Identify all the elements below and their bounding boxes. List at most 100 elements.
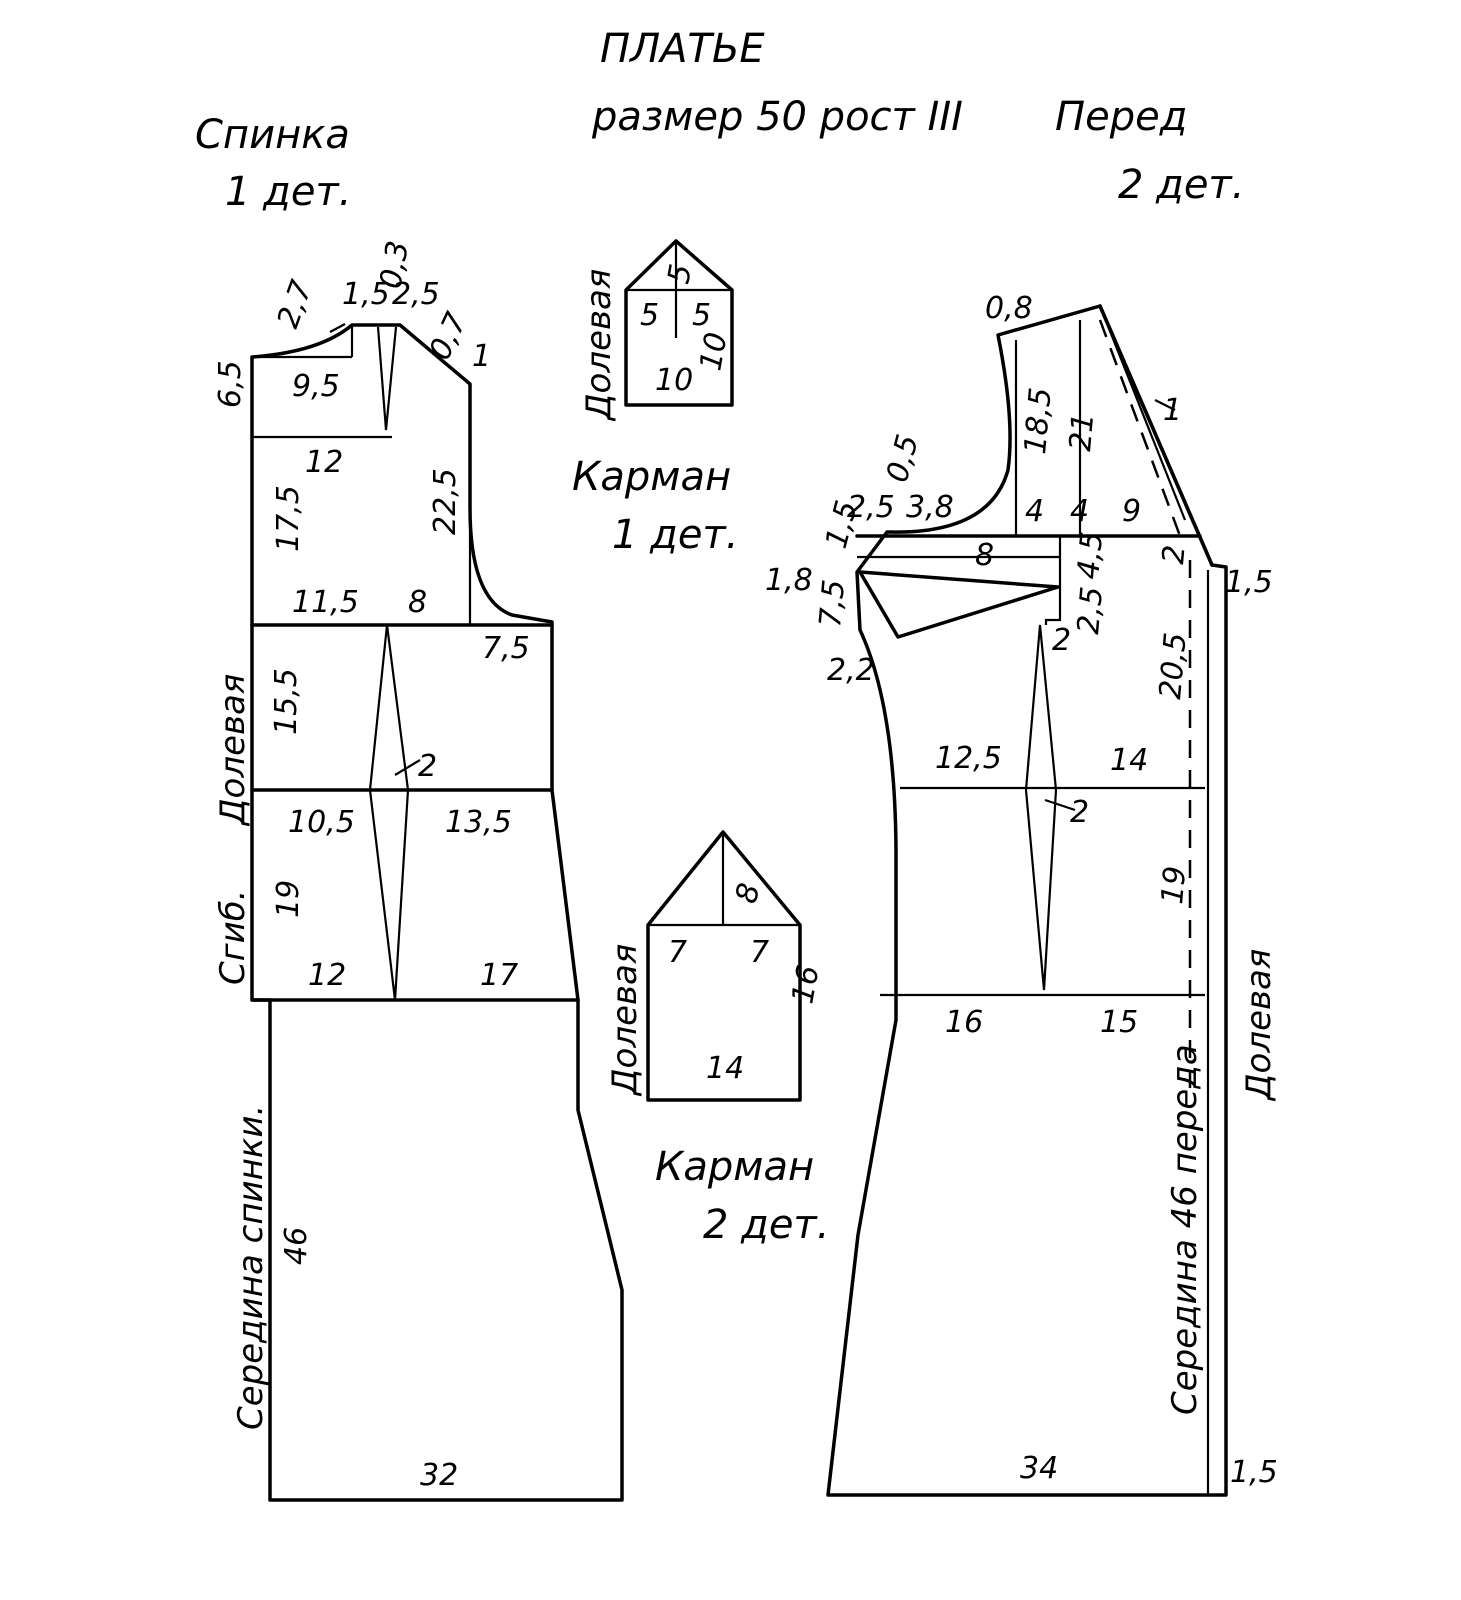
front-m-25b: 2,5 bbox=[1071, 585, 1110, 636]
back-m-8: 8 bbox=[408, 585, 427, 620]
back-m-155: 15,5 bbox=[269, 668, 304, 735]
front-m-19: 19 bbox=[1155, 865, 1193, 906]
pocket-small-count: 1 дет. bbox=[612, 512, 738, 558]
front-m-18: 1,8 bbox=[765, 563, 813, 598]
front-m-05: 0,5 bbox=[880, 431, 926, 486]
front-bust-dart bbox=[858, 570, 1060, 639]
back-m-95: 9,5 bbox=[292, 369, 340, 404]
back-m-07: 0,7 bbox=[423, 307, 475, 365]
front-m-15c: 15 bbox=[1100, 1005, 1138, 1040]
front-grain-label: Долевая bbox=[1239, 949, 1279, 1102]
front-m-75: 7,5 bbox=[813, 578, 852, 629]
front-m-1: 1 bbox=[1163, 393, 1182, 428]
front-m-21: 21 bbox=[1063, 412, 1101, 453]
page-title: ПЛАТЬЕ bbox=[600, 26, 765, 72]
pocket-small-m-5c: 5 bbox=[661, 262, 699, 287]
back-piece-count: 1 дет. bbox=[225, 169, 351, 215]
front-m-205: 20,5 bbox=[1153, 631, 1194, 701]
back-m-2: 2 bbox=[418, 749, 437, 784]
back-m-135: 13,5 bbox=[445, 805, 512, 840]
front-m-14: 14 bbox=[1110, 743, 1148, 778]
pocket-small-m-10a: 10 bbox=[693, 330, 734, 374]
front-m-08: 0,8 bbox=[985, 291, 1033, 326]
front-m-185: 18,5 bbox=[1018, 386, 1059, 456]
pocket-large-m-7b: 7 bbox=[750, 935, 769, 970]
front-piece: 0,8 18,5 21 1 0,5 2,5 3,8 4 4 9 1,5 8 1,… bbox=[765, 291, 1279, 1497]
back-m-1: 1 bbox=[472, 339, 491, 374]
back-shoulder-dart bbox=[376, 326, 398, 431]
back-m-65: 6,5 bbox=[213, 360, 248, 408]
pocket-small: 5 5 5 10 10 Долевая Карман 1 дет. bbox=[572, 239, 738, 558]
back-m-75: 7,5 bbox=[482, 631, 530, 666]
front-waist-dart bbox=[1024, 624, 1058, 991]
back-center-label: Середина спинки. bbox=[231, 1105, 271, 1430]
back-outline bbox=[250, 323, 624, 1502]
front-center-label: Середина 46 переда bbox=[1165, 1044, 1205, 1415]
back-piece: 2,7 1,5 2,5 0,3 0,7 1 6,5 9,5 12 17,5 22… bbox=[213, 238, 624, 1502]
front-m-38: 3,8 bbox=[906, 490, 954, 525]
front-m-125: 12,5 bbox=[935, 741, 1002, 776]
back-tick-27 bbox=[329, 323, 346, 333]
front-dart-edge bbox=[1098, 305, 1187, 521]
back-fold-label: Сгиб. bbox=[213, 890, 253, 985]
front-m-22: 2,2 bbox=[827, 653, 875, 688]
back-m-115: 11,5 bbox=[292, 585, 359, 620]
back-piece-name: Спинка bbox=[195, 112, 350, 158]
front-shoulder-line bbox=[1098, 304, 1214, 567]
back-dart-tick bbox=[394, 759, 421, 776]
back-m-12a: 12 bbox=[305, 445, 343, 480]
pocket-large-m-14: 14 bbox=[706, 1051, 744, 1086]
back-waist-dart bbox=[368, 624, 410, 1001]
back-m-27: 2,7 bbox=[271, 276, 320, 333]
pocket-large-outline bbox=[646, 830, 802, 1102]
front-dart-dashed bbox=[1098, 319, 1182, 537]
front-m-9: 9 bbox=[1122, 494, 1141, 529]
back-m-19: 19 bbox=[271, 880, 306, 918]
front-tick-1 bbox=[1154, 399, 1176, 411]
pocket-large-grain-label: Долевая bbox=[605, 944, 645, 1097]
front-m-4b: 4 bbox=[1070, 494, 1089, 529]
front-m-34: 34 bbox=[1020, 1451, 1058, 1486]
pocket-large: 8 7 7 16 14 Долевая Карман 2 дет. bbox=[605, 830, 829, 1248]
front-m-15d: 1,5 bbox=[1230, 1455, 1278, 1490]
front-dart-step bbox=[1044, 536, 1062, 625]
front-m-8: 8 bbox=[975, 538, 994, 573]
pocket-small-m-10b: 10 bbox=[655, 363, 693, 398]
page-subtitle: размер 50 рост III bbox=[591, 94, 963, 140]
pocket-small-outline bbox=[624, 239, 734, 407]
front-m-15a: 1,5 bbox=[819, 497, 865, 552]
front-m-16: 16 bbox=[945, 1005, 983, 1040]
back-grain-label: Долевая bbox=[213, 674, 253, 827]
back-m-225: 22,5 bbox=[428, 468, 463, 535]
back-m-32: 32 bbox=[420, 1458, 458, 1493]
back-m-25: 2,5 bbox=[392, 277, 440, 312]
front-piece-count: 2 дет. bbox=[1118, 162, 1244, 208]
pocket-small-grain-label: Долевая bbox=[579, 269, 619, 422]
pocket-large-m-16: 16 bbox=[785, 963, 826, 1007]
front-m-45: 4,5 bbox=[1071, 530, 1110, 581]
back-m-175: 17,5 bbox=[271, 485, 306, 552]
pocket-large-m-8: 8 bbox=[729, 880, 768, 908]
front-outline bbox=[826, 304, 1228, 1497]
pocket-large-m-7a: 7 bbox=[668, 935, 687, 970]
back-m-17: 17 bbox=[480, 958, 518, 993]
back-m-105: 10,5 bbox=[288, 805, 355, 840]
back-m-12b: 12 bbox=[308, 958, 346, 993]
front-m-15b: 1,5 bbox=[1225, 565, 1273, 600]
front-m-2a: 2 bbox=[1156, 544, 1193, 566]
front-m-4a: 4 bbox=[1025, 494, 1044, 529]
pocket-small-name: Карман bbox=[572, 454, 731, 500]
back-m-03: 0,3 bbox=[373, 238, 416, 291]
front-m-25a: 2,5 bbox=[847, 490, 895, 525]
pocket-small-m-5a: 5 bbox=[640, 298, 659, 333]
front-dart-tick bbox=[1044, 798, 1076, 812]
front-piece-name: Перед bbox=[1055, 94, 1187, 140]
back-m-15: 1,5 bbox=[342, 277, 390, 312]
front-m-2b: 2 bbox=[1052, 623, 1071, 658]
back-m-46: 46 bbox=[279, 1227, 314, 1265]
pocket-large-name: Карман bbox=[655, 1144, 814, 1190]
front-m-2c: 2 bbox=[1070, 795, 1089, 830]
pocket-large-count: 2 дет. bbox=[703, 1202, 829, 1248]
